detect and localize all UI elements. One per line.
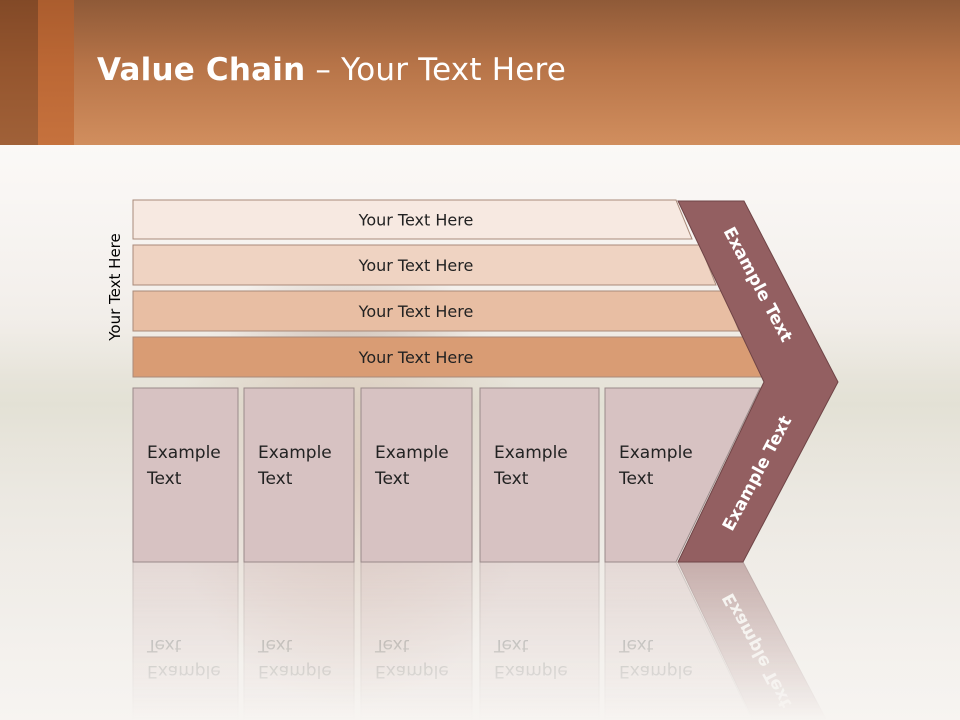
reflected-chevron — [677, 561, 827, 720]
example-box-label-line1: Example — [494, 443, 568, 463]
title-bar — [0, 0, 960, 145]
reflected-box — [243, 561, 355, 720]
example-box-label-line2: Text — [493, 469, 529, 489]
reflected-box-label-line1: Example — [494, 661, 568, 681]
reflected-box — [479, 561, 600, 720]
example-box-label-line1: Example — [147, 443, 221, 463]
value-bar-label: Your Text Here — [358, 302, 474, 321]
title-rest: – Your Text Here — [305, 52, 567, 88]
title-bold: Value Chain — [97, 52, 306, 88]
value-bar[interactable] — [132, 199, 693, 240]
reflected-box-label-line1: Example — [258, 661, 332, 681]
value-bar[interactable] — [132, 290, 740, 332]
reflected-box-label-line2: Text — [257, 635, 293, 655]
value-bar-label: Your Text Here — [358, 348, 474, 367]
example-box-label-line2: Text — [257, 469, 293, 489]
example-box-label-line2: Text — [374, 469, 410, 489]
reflected-box-label-line1: Example — [619, 661, 693, 681]
reflected-box-label-line2: Text — [146, 635, 182, 655]
reflected-box-label-line1: Example — [147, 661, 221, 681]
example-box-label-line1: Example — [619, 443, 693, 463]
reflected-box — [360, 561, 473, 720]
slide-title[interactable]: Value Chain – Your Text Here — [97, 52, 566, 88]
value-bar-label: Your Text Here — [358, 256, 474, 275]
value-bar[interactable] — [132, 244, 717, 286]
header-accent-stripe — [0, 0, 38, 145]
header-accent-stripe — [38, 0, 74, 145]
reflected-box-label-line2: Text — [374, 635, 410, 655]
reflected-box-label-line2: Text — [618, 635, 654, 655]
reflected-box-label-line2: Text — [493, 635, 529, 655]
example-box-label-line1: Example — [258, 443, 332, 463]
reflected-box — [132, 561, 239, 720]
value-bar-label: Your Text Here — [358, 211, 474, 230]
example-box-label-line2: Text — [146, 469, 182, 489]
reflected-box — [604, 561, 753, 720]
example-box-label-line1: Example — [375, 443, 449, 463]
reflected-box-label-line1: Example — [375, 661, 449, 681]
example-box-label-line2: Text — [618, 469, 654, 489]
